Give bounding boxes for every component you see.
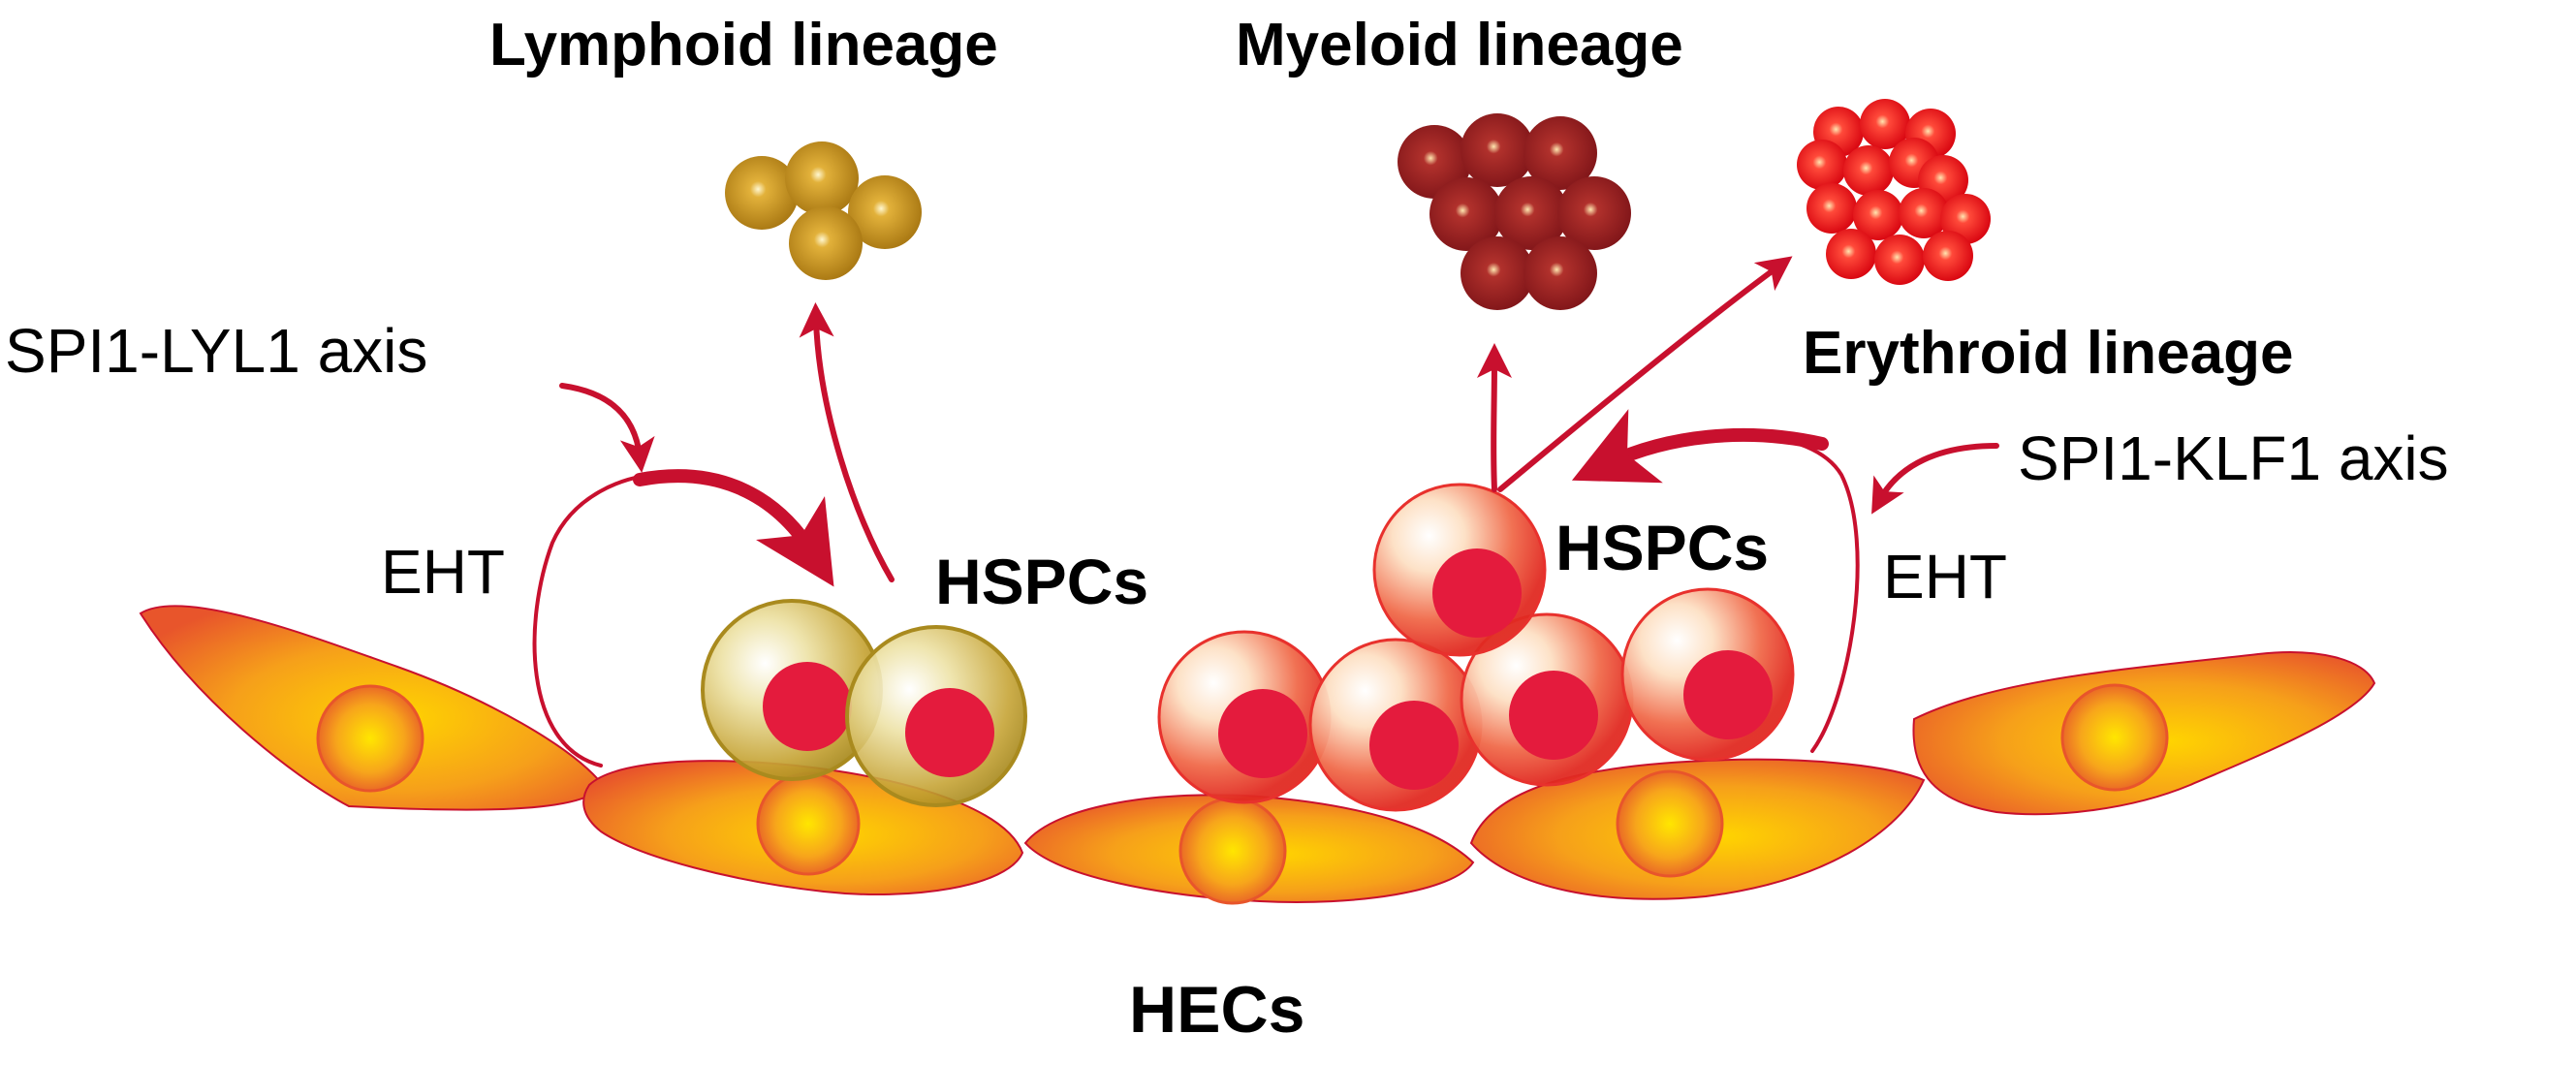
endothelial-cell bbox=[1023, 794, 1475, 905]
hspc-nucleus bbox=[1683, 650, 1773, 739]
hspc-nucleus bbox=[1218, 689, 1307, 778]
arrows bbox=[532, 256, 1999, 767]
lymphoid-cell-cluster bbox=[725, 141, 922, 280]
myeloid-cell-cluster bbox=[1398, 113, 1631, 310]
hspc-cell bbox=[1372, 483, 1547, 657]
hspc-cell bbox=[1460, 612, 1634, 787]
eht-label-right: EHT bbox=[1883, 542, 2007, 611]
hecs-label: HECs bbox=[1129, 973, 1304, 1047]
erythroid-cell-cluster bbox=[1797, 99, 1991, 285]
lymphoid-differentiation-arrow bbox=[799, 302, 895, 582]
endothelial-cell bbox=[1912, 651, 2376, 816]
hspc-cluster-left bbox=[701, 599, 1027, 807]
spi1-lyl1-arrow bbox=[559, 383, 655, 473]
endothelial-nucleus bbox=[316, 684, 424, 793]
hspc-cell bbox=[1157, 630, 1332, 804]
hspc-nucleus bbox=[1509, 671, 1598, 760]
eht-arrow-left-head bbox=[633, 469, 834, 587]
myeloid-lineage-label: Myeloid lineage bbox=[1236, 12, 1683, 78]
erythroid-differentiation-arrow bbox=[1497, 256, 1793, 492]
myeloid-differentiation-arrow bbox=[1476, 343, 1512, 492]
hspc-nucleus bbox=[763, 662, 852, 751]
endothelial-nucleus bbox=[756, 771, 861, 876]
eht-arrow-right-head bbox=[1571, 409, 1829, 484]
erythroid-lineage-label: Erythroid lineage bbox=[1803, 320, 2293, 387]
hspcs-label-right: HSPCs bbox=[1555, 512, 1769, 583]
lymphoid-lineage-label: Lymphoid lineage bbox=[489, 12, 998, 78]
hspc-cell bbox=[845, 625, 1027, 807]
endothelial-cell bbox=[139, 605, 605, 811]
spi1-lyl1-axis-label: SPI1-LYL1 axis bbox=[5, 316, 427, 386]
eht-label-left: EHT bbox=[381, 537, 505, 607]
endothelial-nucleus bbox=[1616, 769, 1724, 878]
endothelial-nucleus bbox=[1178, 797, 1287, 905]
endothelial-nucleus bbox=[2060, 683, 2169, 792]
hspc-cell bbox=[1308, 638, 1483, 812]
hspc-nucleus bbox=[905, 688, 994, 777]
hspc-cell bbox=[1620, 587, 1795, 762]
hspc-nucleus bbox=[1432, 548, 1522, 638]
hspc-cluster-right bbox=[1157, 483, 1795, 812]
spi1-klf1-axis-label: SPI1-KLF1 axis bbox=[2018, 423, 2449, 493]
hspc-nucleus bbox=[1369, 701, 1459, 790]
hspcs-label-left: HSPCs bbox=[935, 546, 1148, 617]
spi1-klf1-arrow bbox=[1871, 443, 1999, 515]
hspc-cell bbox=[701, 599, 883, 781]
endothelial-cell bbox=[1469, 758, 1926, 900]
